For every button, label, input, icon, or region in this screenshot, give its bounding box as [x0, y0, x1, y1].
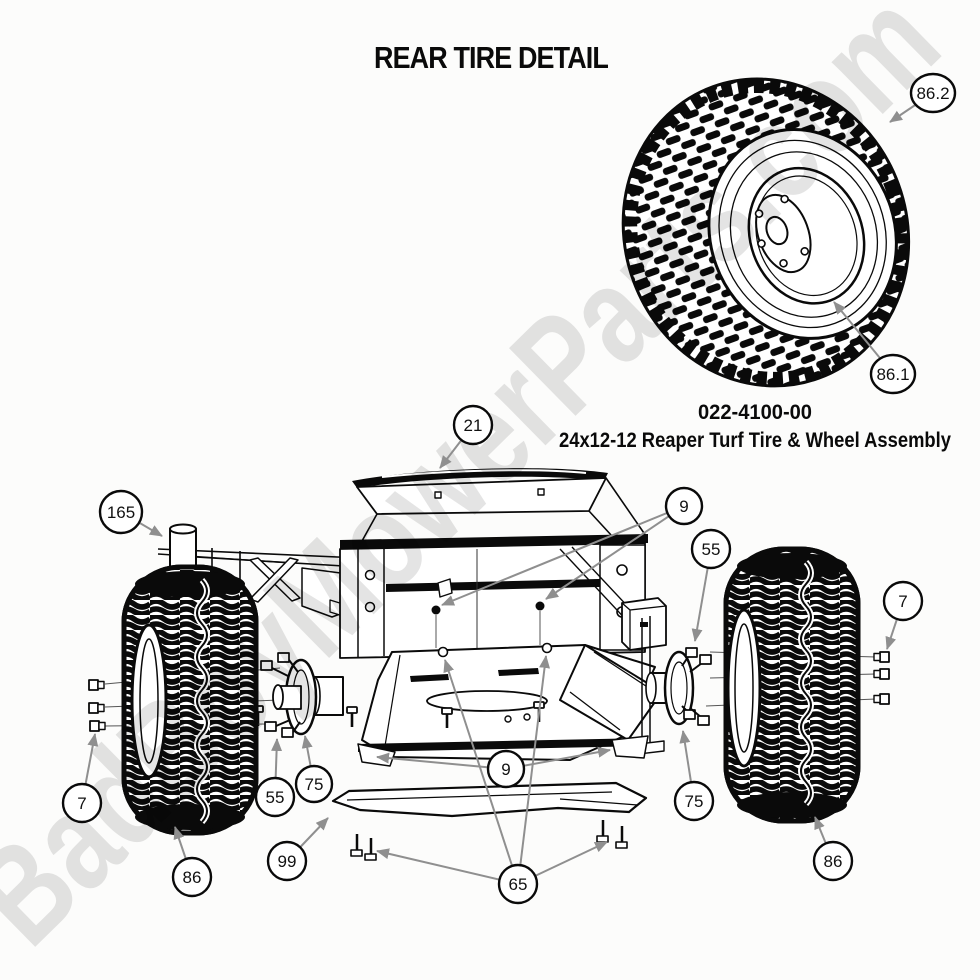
lug-bolt — [88, 679, 105, 691]
callout-86-1: 86.1 — [869, 353, 917, 395]
callout-label: 86 — [183, 868, 202, 887]
callout-7-right: 7 — [882, 580, 924, 622]
assembly-description: 24x12-12 Reaper Turf Tire & Wheel Assemb… — [559, 429, 951, 452]
lug-bolt — [873, 693, 890, 705]
callout-label: 9 — [501, 760, 510, 779]
lug-bolt — [873, 651, 890, 663]
hub-studs — [681, 647, 712, 726]
callout-86-2: 86.2 — [909, 72, 957, 114]
leader-lines — [81, 92, 934, 885]
lug-bolt — [88, 702, 105, 714]
frame-assembly — [88, 468, 890, 861]
callout-label: 75 — [685, 792, 704, 811]
left-rear-tire — [121, 564, 259, 836]
lug-bolt — [873, 668, 890, 680]
callout-9-lower: 9 — [486, 749, 526, 789]
skid-plate-bolts — [350, 820, 628, 861]
callout-75-left: 75 — [294, 764, 334, 804]
callout-21: 21 — [452, 404, 494, 446]
callouts: 86.2 86.1 21 165 9 55 7 55 — [61, 72, 957, 905]
callout-99: 99 — [266, 840, 308, 882]
tire-sidewall — [726, 608, 762, 768]
rear-body — [340, 468, 648, 549]
tire-sidewall — [130, 623, 168, 779]
callout-75-right: 75 — [673, 780, 715, 822]
tire-wheel-assembly-detail — [621, 77, 911, 388]
callout-165: 165 — [98, 489, 144, 535]
callout-label: 7 — [77, 794, 86, 813]
frame-bolt-dot — [535, 601, 545, 611]
callout-label: 86 — [824, 852, 843, 871]
right-rear-tire — [723, 546, 861, 824]
callout-label: 7 — [898, 592, 907, 611]
callout-label: 99 — [278, 852, 297, 871]
right-wheel-hub — [645, 647, 712, 726]
callout-55-left: 55 — [254, 776, 296, 818]
floor-bolt — [541, 642, 553, 654]
callout-9-upper: 9 — [664, 486, 704, 526]
hub-center-hole — [765, 215, 789, 246]
callout-86-right: 86 — [812, 840, 854, 882]
left-wheel-hub — [260, 652, 344, 738]
callout-label: 9 — [679, 497, 688, 516]
callout-label: 65 — [509, 875, 528, 894]
sidewall-ring — [718, 139, 887, 329]
lug-bolt — [89, 720, 106, 732]
lug-holes — [754, 194, 809, 268]
callout-label: 55 — [266, 788, 285, 807]
hub-studs — [260, 652, 301, 738]
callout-label: 75 — [305, 775, 324, 794]
callout-label: 165 — [107, 503, 135, 522]
callout-label: 86.1 — [876, 365, 909, 384]
frame-bolt-dot — [431, 605, 441, 615]
tire-knob-edge — [623, 78, 909, 386]
callout-7-left: 7 — [61, 782, 103, 824]
frame-bottom-rail — [357, 735, 649, 767]
rim-lip — [755, 175, 858, 297]
assembly-part-number: 022-4100-00 — [698, 401, 812, 424]
floor-bolt — [437, 646, 449, 658]
callout-label: 55 — [702, 540, 721, 559]
callout-55-right: 55 — [690, 528, 732, 570]
sidewall-ring-inner — [729, 151, 879, 318]
callout-label: 86.2 — [916, 84, 949, 103]
page-title: REAR TIRE DETAIL — [374, 40, 608, 75]
callout-65: 65 — [497, 863, 539, 905]
callout-86-left: 86 — [171, 856, 213, 898]
callout-label: 21 — [464, 416, 483, 435]
